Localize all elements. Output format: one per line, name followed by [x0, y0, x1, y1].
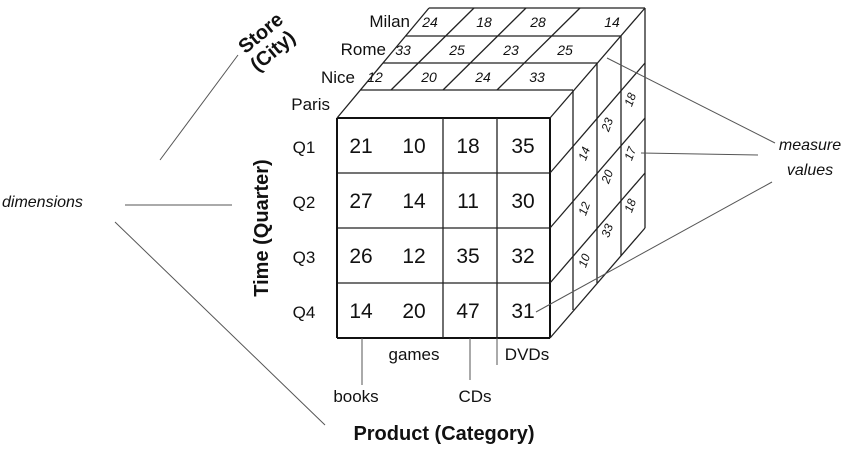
top-value-nice-2: 24 [474, 69, 491, 85]
front-value-q1-dvds: 35 [511, 135, 534, 158]
dimensions-annotation: dimensions [2, 194, 83, 211]
top-value-rome-0: 33 [395, 42, 411, 58]
front-value-q2-cds: 11 [457, 190, 479, 213]
leader-lines [114, 54, 776, 426]
side-value-milan-0: 18 [621, 91, 639, 109]
top-value-rome-3: 25 [556, 42, 573, 58]
side-value-milan-1: 17 [621, 144, 639, 163]
side-value-rome-1: 20 [598, 168, 616, 187]
top-value-rome-2: 23 [502, 42, 519, 58]
category-ticks [361, 338, 498, 385]
front-value-q1-cds: 18 [456, 135, 479, 158]
top-value-nice-3: 33 [529, 69, 545, 85]
top-value-milan-3: 14 [604, 14, 620, 30]
quarter-label-q2: Q2 [293, 193, 316, 212]
top-values: 12 20 24 33 33 25 23 25 24 18 28 14 [367, 14, 620, 85]
city-label-nice: Nice [321, 68, 355, 87]
measure-annotation-line1: measure [779, 137, 841, 154]
quarter-label-q3: Q3 [293, 248, 316, 267]
front-value-q2-books: 27 [349, 190, 372, 213]
top-value-nice-0: 12 [367, 69, 383, 85]
front-value-q4-books: 14 [349, 300, 373, 323]
front-value-q3-books: 26 [349, 245, 372, 268]
side-value-milan-2: 18 [621, 197, 639, 215]
product-dimension-label: Product (Category) [353, 423, 534, 445]
quarter-label-q4: Q4 [293, 303, 316, 322]
city-labels: Paris Nice Rome Milan [291, 12, 410, 114]
side-value-nice-2: 10 [575, 252, 593, 270]
front-value-q3-games: 12 [402, 245, 425, 268]
top-value-milan-2: 28 [529, 14, 546, 30]
city-label-paris: Paris [291, 95, 330, 114]
category-label-games: games [388, 345, 439, 364]
top-face [336, 7, 646, 119]
front-value-q4-cds: 47 [456, 300, 479, 323]
category-label-cds: CDs [458, 387, 491, 406]
front-value-q4-games: 20 [402, 300, 425, 323]
side-value-rome-2: 33 [598, 222, 616, 240]
top-value-milan-0: 24 [421, 14, 438, 30]
front-value-q2-dvds: 30 [511, 190, 534, 213]
front-value-q4-dvds: 31 [511, 300, 534, 323]
top-value-rome-1: 25 [448, 42, 465, 58]
side-value-nice-1: 12 [575, 200, 593, 218]
front-value-q3-cds: 35 [456, 245, 479, 268]
side-value-nice-0: 14 [575, 145, 593, 163]
time-dimension-label: Time (Quarter) [251, 159, 273, 296]
front-value-q1-books: 21 [349, 135, 372, 158]
front-values: 21 10 18 35 27 14 11 30 26 12 35 32 14 20 47 31 [349, 135, 534, 323]
quarter-label-q1: Q1 [293, 138, 316, 157]
category-label-dvds: DVDs [505, 345, 549, 364]
category-label-books: books [333, 387, 378, 406]
top-value-nice-1: 20 [420, 69, 437, 85]
city-label-rome: Rome [341, 40, 386, 59]
measure-annotation-line2: values [787, 162, 833, 179]
top-value-milan-1: 18 [476, 14, 492, 30]
front-value-q2-games: 14 [402, 190, 426, 213]
city-label-milan: Milan [369, 12, 410, 31]
side-face [549, 8, 646, 339]
side-values: 14 12 10 23 20 33 18 17 18 [575, 91, 639, 270]
front-value-q1-games: 10 [402, 135, 425, 158]
side-value-rome-0: 23 [598, 116, 616, 135]
front-value-q3-dvds: 32 [511, 245, 534, 268]
